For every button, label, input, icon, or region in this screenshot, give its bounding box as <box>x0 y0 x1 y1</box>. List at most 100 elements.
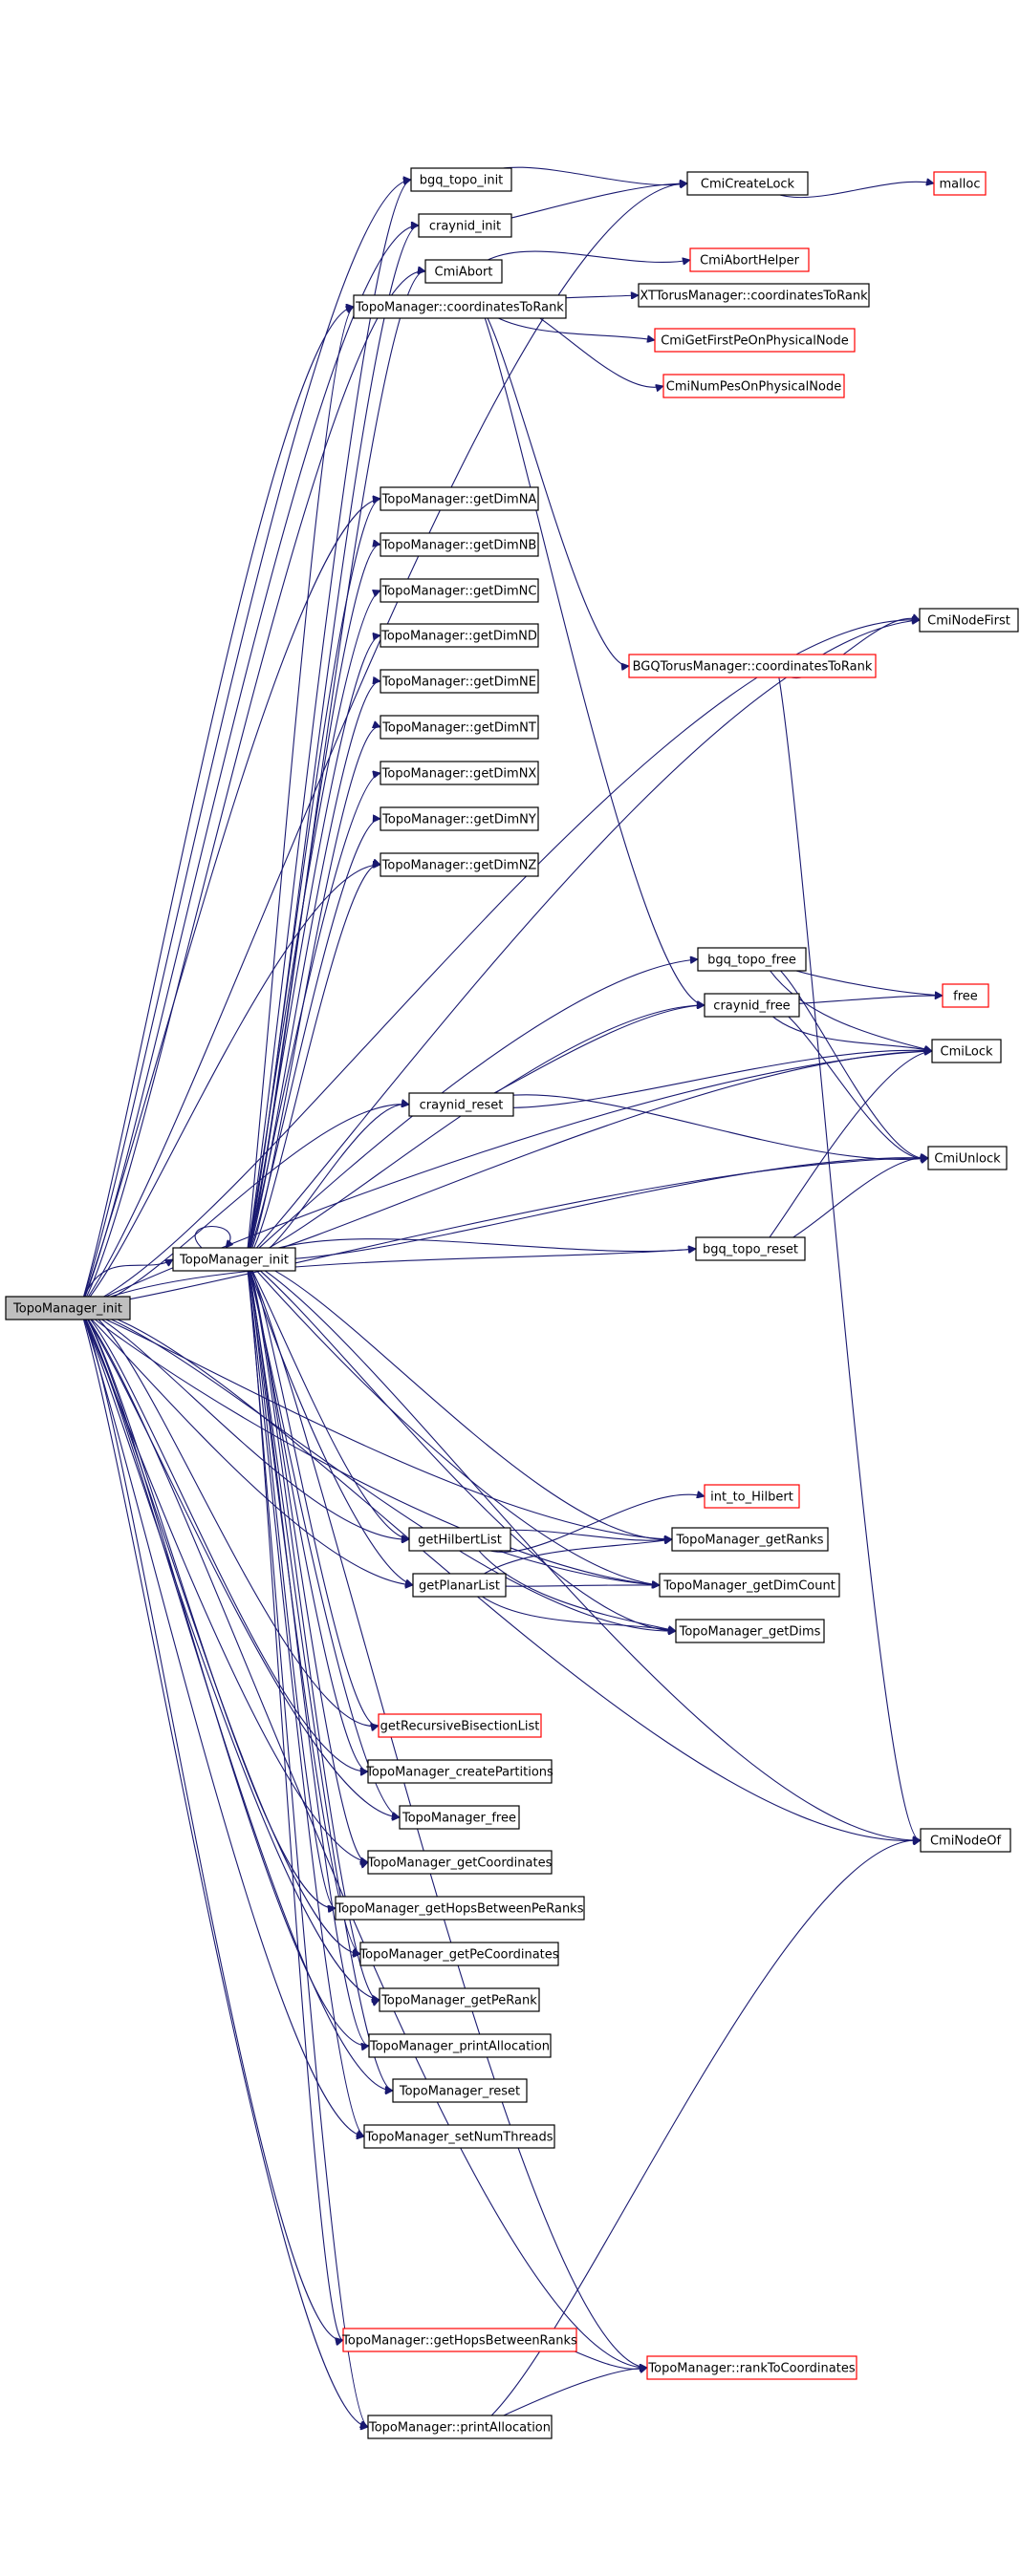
node-label: TopoManager_createPartitions <box>365 1766 553 1780</box>
node-getDimNZ[interactable]: TopoManager::getDimNZ <box>380 852 539 877</box>
edge-root-to-TM_createPartitions <box>79 1307 368 1771</box>
node-getHilbertList[interactable]: getHilbertList <box>408 1527 511 1552</box>
node-TM_getDimCount[interactable]: TopoManager_getDimCount <box>659 1573 840 1598</box>
node-tm_init[interactable]: TopoManager_init <box>172 1247 296 1272</box>
node-XTTorus[interactable]: XTTorusManager::coordinatesToRank <box>638 283 870 308</box>
edge-tm_init-to-getDimNC <box>246 590 380 1260</box>
node-box <box>335 1896 585 1921</box>
node-box <box>367 2415 553 2439</box>
node-TMgetHops[interactable]: TopoManager::getHopsBetweenRanks <box>341 2328 577 2352</box>
node-label: TopoManager_printAllocation <box>369 2040 550 2054</box>
node-bgq_topo_init[interactable]: bgq_topo_init <box>410 167 512 192</box>
node-TM_free[interactable]: TopoManager_free <box>399 1805 520 1830</box>
node-box <box>654 328 856 353</box>
edge-bgq_topo_reset-to-CmiUnlock <box>761 1158 928 1250</box>
node-coordsToRank[interactable]: TopoManager::coordinatesToRank <box>353 294 567 319</box>
node-box <box>412 1573 507 1598</box>
edge-tm_init-to-getDimND <box>246 635 380 1260</box>
node-BGQTorus[interactable]: BGQTorusManager::coordinatesToRank <box>628 654 877 678</box>
edge-craynid_reset-to-CmiLock <box>471 1050 932 1108</box>
edge-tm_init-to-bgq_topo_init <box>246 180 411 1260</box>
node-CmiGetFirstPe[interactable]: CmiGetFirstPeOnPhysicalNode <box>654 328 856 353</box>
node-TM_getCoordinates[interactable]: TopoManager_getCoordinates <box>367 1850 553 1875</box>
node-getDimND[interactable]: TopoManager::getDimND <box>380 623 539 648</box>
node-bgq_topo_reset[interactable]: bgq_topo_reset <box>695 1236 806 1261</box>
edge-bgq_topo_reset-to-CmiLock <box>760 1051 932 1250</box>
edge-getHilbertList-to-TM_getDims <box>469 1538 676 1631</box>
node-label: TopoManager::getDimNT <box>381 721 536 736</box>
edge-root-to-TMprintAlloc <box>79 1307 368 2427</box>
edge-bgq_topo_free-to-CmiLock <box>762 958 932 1051</box>
node-CmiNodeOf[interactable]: CmiNodeOf <box>920 1828 1011 1853</box>
node-label: CmiCreateLock <box>701 178 795 192</box>
node-TM_getHopsPe[interactable]: TopoManager_getHopsBetweenPeRanks <box>335 1896 585 1921</box>
node-TMprintAlloc[interactable]: TopoManager::printAllocation <box>367 2415 553 2439</box>
node-box <box>689 247 810 272</box>
node-CmiNumPes[interactable]: CmiNumPesOnPhysicalNode <box>662 374 845 398</box>
node-getDimNC[interactable]: TopoManager::getDimNC <box>380 578 539 603</box>
node-CmiAbortHelper[interactable]: CmiAbortHelper <box>689 247 810 272</box>
node-craynid_free[interactable]: craynid_free <box>704 993 800 1018</box>
node-label: TopoManager::getDimNZ <box>381 859 537 873</box>
node-label: TopoManager::getHopsBetweenRanks <box>341 2334 577 2349</box>
node-getDimNA[interactable]: TopoManager::getDimNA <box>380 486 539 511</box>
node-CmiNodeFirst[interactable]: CmiNodeFirst <box>919 608 1019 633</box>
node-bgq_topo_free[interactable]: bgq_topo_free <box>697 947 807 972</box>
edge-root-to-TM_getPeCoords <box>79 1307 360 1954</box>
edge-tm_init-to-craynid_free <box>246 1005 705 1260</box>
node-CmiCreateLock[interactable]: CmiCreateLock <box>686 171 809 196</box>
node-TM_getPeRank[interactable]: TopoManager_getPeRank <box>379 1987 540 2012</box>
node-box <box>408 1092 514 1117</box>
edge-tm_init-to-TM_getPeRank <box>246 1258 380 2000</box>
edge-tm_init-to-rankToCoords <box>246 1258 647 2368</box>
node-label: bgq_topo_init <box>420 174 504 188</box>
node-getDimNX[interactable]: TopoManager::getDimNX <box>380 761 539 785</box>
node-craynid_reset[interactable]: craynid_reset <box>408 1092 514 1117</box>
node-getPlanarList[interactable]: getPlanarList <box>412 1573 507 1598</box>
edge-craynid_reset-to-CmiUnlock <box>471 1094 928 1160</box>
node-TM_getDims[interactable]: TopoManager_getDims <box>675 1619 825 1643</box>
node-malloc[interactable]: malloc <box>933 171 987 196</box>
node-CmiAbort[interactable]: CmiAbort <box>424 259 503 284</box>
node-CmiUnlock[interactable]: CmiUnlock <box>927 1146 1008 1170</box>
node-TM_getPeCoords[interactable]: TopoManager_getPeCoordinates <box>358 1942 559 1966</box>
node-getDimNE[interactable]: TopoManager::getDimNE <box>380 669 539 694</box>
node-TM_printAllocation[interactable]: TopoManager_printAllocation <box>368 2033 552 2058</box>
edge-tm_init-to-getDimNX <box>246 773 380 1260</box>
edge-root-to-TM_reset <box>79 1307 393 2091</box>
node-box <box>5 1296 131 1320</box>
node-getRecBis[interactable]: getRecursiveBisectionList <box>378 1713 542 1738</box>
node-box <box>662 374 845 398</box>
node-box <box>919 608 1019 633</box>
node-label: CmiAbort <box>435 266 493 280</box>
node-CmiLock[interactable]: CmiLock <box>931 1039 1002 1063</box>
node-rankToCoords[interactable]: TopoManager::rankToCoordinates <box>646 2355 857 2380</box>
node-free[interactable]: free <box>942 983 989 1008</box>
node-TM_createPartitions[interactable]: TopoManager_createPartitions <box>365 1759 553 1784</box>
node-label: CmiNodeFirst <box>927 614 1010 629</box>
node-box <box>342 2328 577 2352</box>
node-TM_reset[interactable]: TopoManager_reset <box>392 2078 528 2103</box>
node-TM_setNumThreads[interactable]: TopoManager_setNumThreads <box>363 2124 555 2149</box>
node-label: bgq_topo_reset <box>703 1243 798 1257</box>
node-box <box>380 578 539 603</box>
edge-tm_init-to-coordsToRank <box>246 307 354 1260</box>
node-label: TopoManager::getDimNA <box>381 493 537 507</box>
node-box <box>378 1713 542 1738</box>
node-box <box>927 1146 1008 1170</box>
node-box <box>695 1236 806 1261</box>
edge-tm_init-to-bgq_topo_reset <box>246 1238 696 1260</box>
edge-root-to-TM_getRanks <box>79 1307 672 1539</box>
node-getDimNB[interactable]: TopoManager::getDimNB <box>380 532 539 557</box>
node-label: TopoManager_init <box>12 1302 122 1317</box>
edge-root-to-CmiNodeFirst <box>79 620 920 1309</box>
node-craynid_init[interactable]: craynid_init <box>418 213 512 238</box>
node-root[interactable]: TopoManager_init <box>5 1296 131 1320</box>
node-box <box>353 294 567 319</box>
node-int_to_Hilbert[interactable]: int_to_Hilbert <box>704 1484 800 1509</box>
edge-tm_init-to-TM_setNumThreads <box>246 1258 364 2136</box>
node-TM_getRanks[interactable]: TopoManager_getRanks <box>671 1527 829 1552</box>
node-getDimNT[interactable]: TopoManager::getDimNT <box>380 715 539 740</box>
node-box <box>368 2033 552 2058</box>
node-getDimNY[interactable]: TopoManager::getDimNY <box>380 806 539 831</box>
